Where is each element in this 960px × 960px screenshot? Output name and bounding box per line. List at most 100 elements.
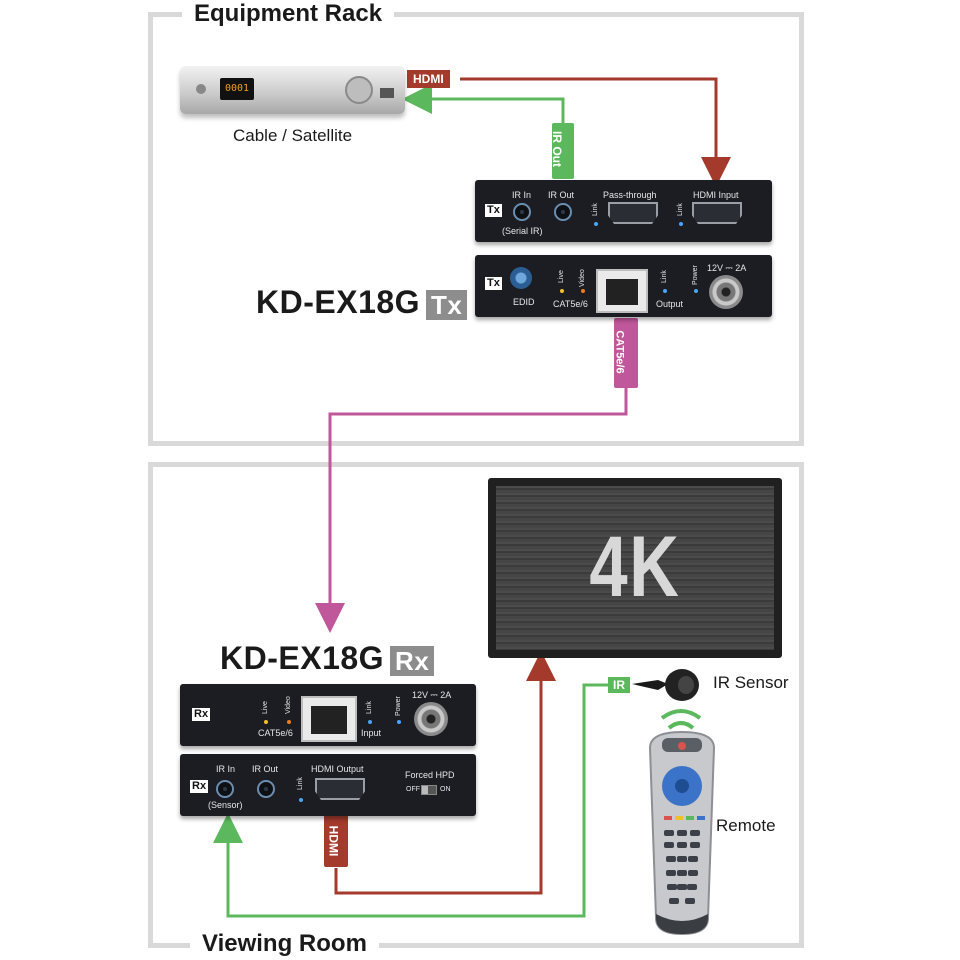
rx-ir-out-jack xyxy=(257,780,275,798)
rx-live-led xyxy=(264,720,268,724)
rx-live-label: Live xyxy=(262,701,269,714)
tx-link-led xyxy=(663,289,667,293)
tx-link1-led xyxy=(594,222,598,226)
rx-model-tag: Rx xyxy=(390,645,435,676)
tx-live-label: Live xyxy=(558,270,565,283)
rx-forced-hpd-label: Forced HPD xyxy=(405,770,455,780)
tx-ir-in-jack xyxy=(513,203,531,221)
tx-cat-label: CAT5e/6 xyxy=(553,299,588,309)
rx-video-led xyxy=(287,720,291,724)
ir-sensor-icon xyxy=(632,669,699,701)
ir-signal-icon xyxy=(660,709,702,730)
viewing-room-frame xyxy=(148,462,804,948)
tx-ir-in-sub-label: (Serial IR) xyxy=(502,226,543,236)
rx-link-label: Link xyxy=(366,701,373,714)
tx-edid-label: EDID xyxy=(513,297,535,307)
rx-power-jack xyxy=(414,702,448,736)
rx-video-label: Video xyxy=(285,696,292,714)
rx-voltage-label: 12V ⎓ 2A xyxy=(412,690,452,700)
stb-logo-icon xyxy=(380,88,394,98)
tx-model-name: KD-EX18G xyxy=(256,284,421,320)
tx-pass-through-port xyxy=(608,202,658,224)
tx-upper-panel: Tx IR In (Serial IR) IR Out Link Pass-th… xyxy=(475,180,772,242)
hdmi-bottom-tag-label: HDMI xyxy=(326,825,341,857)
ir-out-tag-label: IR Out xyxy=(550,131,564,167)
tx-live-led xyxy=(560,289,564,293)
tx-power-jack xyxy=(709,275,743,309)
cat-tag: CAT5e/6 xyxy=(614,318,638,388)
rx-link-lower-led xyxy=(299,798,303,802)
tx-power-led xyxy=(694,289,698,293)
hdmi-top-line xyxy=(460,77,731,187)
nav-pad-icon xyxy=(345,76,373,104)
tx-output-label: Output xyxy=(656,299,684,309)
rx-lower-panel: Rx IR In (Sensor) IR Out Link HDMI Outpu… xyxy=(180,754,476,816)
rx-upper-badge: Rx xyxy=(192,708,211,721)
tx-hdmi-input-port xyxy=(692,202,742,224)
cat-tag-label: CAT5e/6 xyxy=(613,330,626,374)
hdmi-bottom-line xyxy=(334,651,556,895)
tx-ir-out-jack xyxy=(554,203,572,221)
tx-power-label: Power xyxy=(692,265,699,285)
cable-satellite-box: 0001 xyxy=(180,66,405,114)
forced-hpd-switch[interactable] xyxy=(421,785,437,795)
stb-display: 0001 xyxy=(220,78,254,100)
tx-voltage-label: 12V ⎓ 2A xyxy=(707,263,747,273)
ir-out-line xyxy=(402,84,565,178)
hdmi-bottom-tag: HDMI xyxy=(324,815,348,867)
tx-lower-panel: Tx EDID Live Video CAT5e/6 Link Output P… xyxy=(475,255,772,317)
viewing-room-title: Viewing Room xyxy=(190,930,379,958)
rx-power-label: Power xyxy=(395,696,402,716)
rx-upper-panel: Rx Live Video CAT5e/6 Link Input Power 1… xyxy=(180,684,476,746)
rx-model-name: KD-EX18G xyxy=(220,640,385,676)
tx-model-tag: Tx xyxy=(426,289,468,320)
cat-line xyxy=(315,386,628,633)
rx-hdmi-output-port xyxy=(315,778,365,800)
rx-hpd-off-label: OFF xyxy=(406,786,420,793)
ir-out-tag: IR Out xyxy=(550,123,574,179)
rx-cat-label: CAT5e/6 xyxy=(258,728,293,738)
ir-bottom-tag: IR xyxy=(608,677,630,693)
tx-lower-badge: Tx xyxy=(485,277,502,290)
tx-video-label: Video xyxy=(579,269,586,287)
tx-link-label: Link xyxy=(661,270,668,283)
hdmi-top-tag: HDMI xyxy=(407,70,450,88)
tx-hdmi-input-label: HDMI Input xyxy=(693,190,739,200)
power-button-icon xyxy=(196,84,206,94)
tx-link2-led xyxy=(679,222,683,226)
rx-ir-in-jack xyxy=(216,780,234,798)
rx-hpd-on-label: ON xyxy=(440,786,451,793)
tx-link1-label: Link xyxy=(592,203,599,216)
ir-sensor-caption: IR Sensor xyxy=(713,673,789,692)
rx-lower-badge: Rx xyxy=(190,780,209,793)
rx-ir-in-label: IR In xyxy=(216,764,236,774)
rx-hdmi-output-label: HDMI Output xyxy=(311,764,364,774)
rx-link-lower-label: Link xyxy=(297,777,304,790)
rx-ir-out-label: IR Out xyxy=(252,764,279,774)
rx-input-label: Input xyxy=(361,728,382,738)
tx-ir-in-label: IR In xyxy=(512,190,532,200)
remote-caption: Remote xyxy=(716,816,776,835)
tx-pass-through-label: Pass-through xyxy=(603,190,657,200)
remote-control-icon xyxy=(648,730,716,936)
tx-upper-badge: Tx xyxy=(485,204,502,217)
rx-rj45-port xyxy=(301,696,357,742)
equipment-rack-title: Equipment Rack xyxy=(182,0,395,28)
display-4k: 4K xyxy=(488,478,782,658)
tx-rj45-port xyxy=(596,269,648,313)
tx-ir-out-label: IR Out xyxy=(548,190,575,200)
rx-power-led xyxy=(397,720,401,724)
ir-bottom-line xyxy=(213,683,612,918)
tx-video-led xyxy=(581,289,585,293)
rx-ir-in-sub-label: (Sensor) xyxy=(208,800,243,810)
equipment-rack-frame xyxy=(148,12,804,446)
edid-dial-icon xyxy=(510,267,532,289)
display-4k-label: 4K xyxy=(589,519,681,615)
tx-link2-label: Link xyxy=(677,203,684,216)
rx-link-led xyxy=(368,720,372,724)
display-screen xyxy=(496,486,774,650)
